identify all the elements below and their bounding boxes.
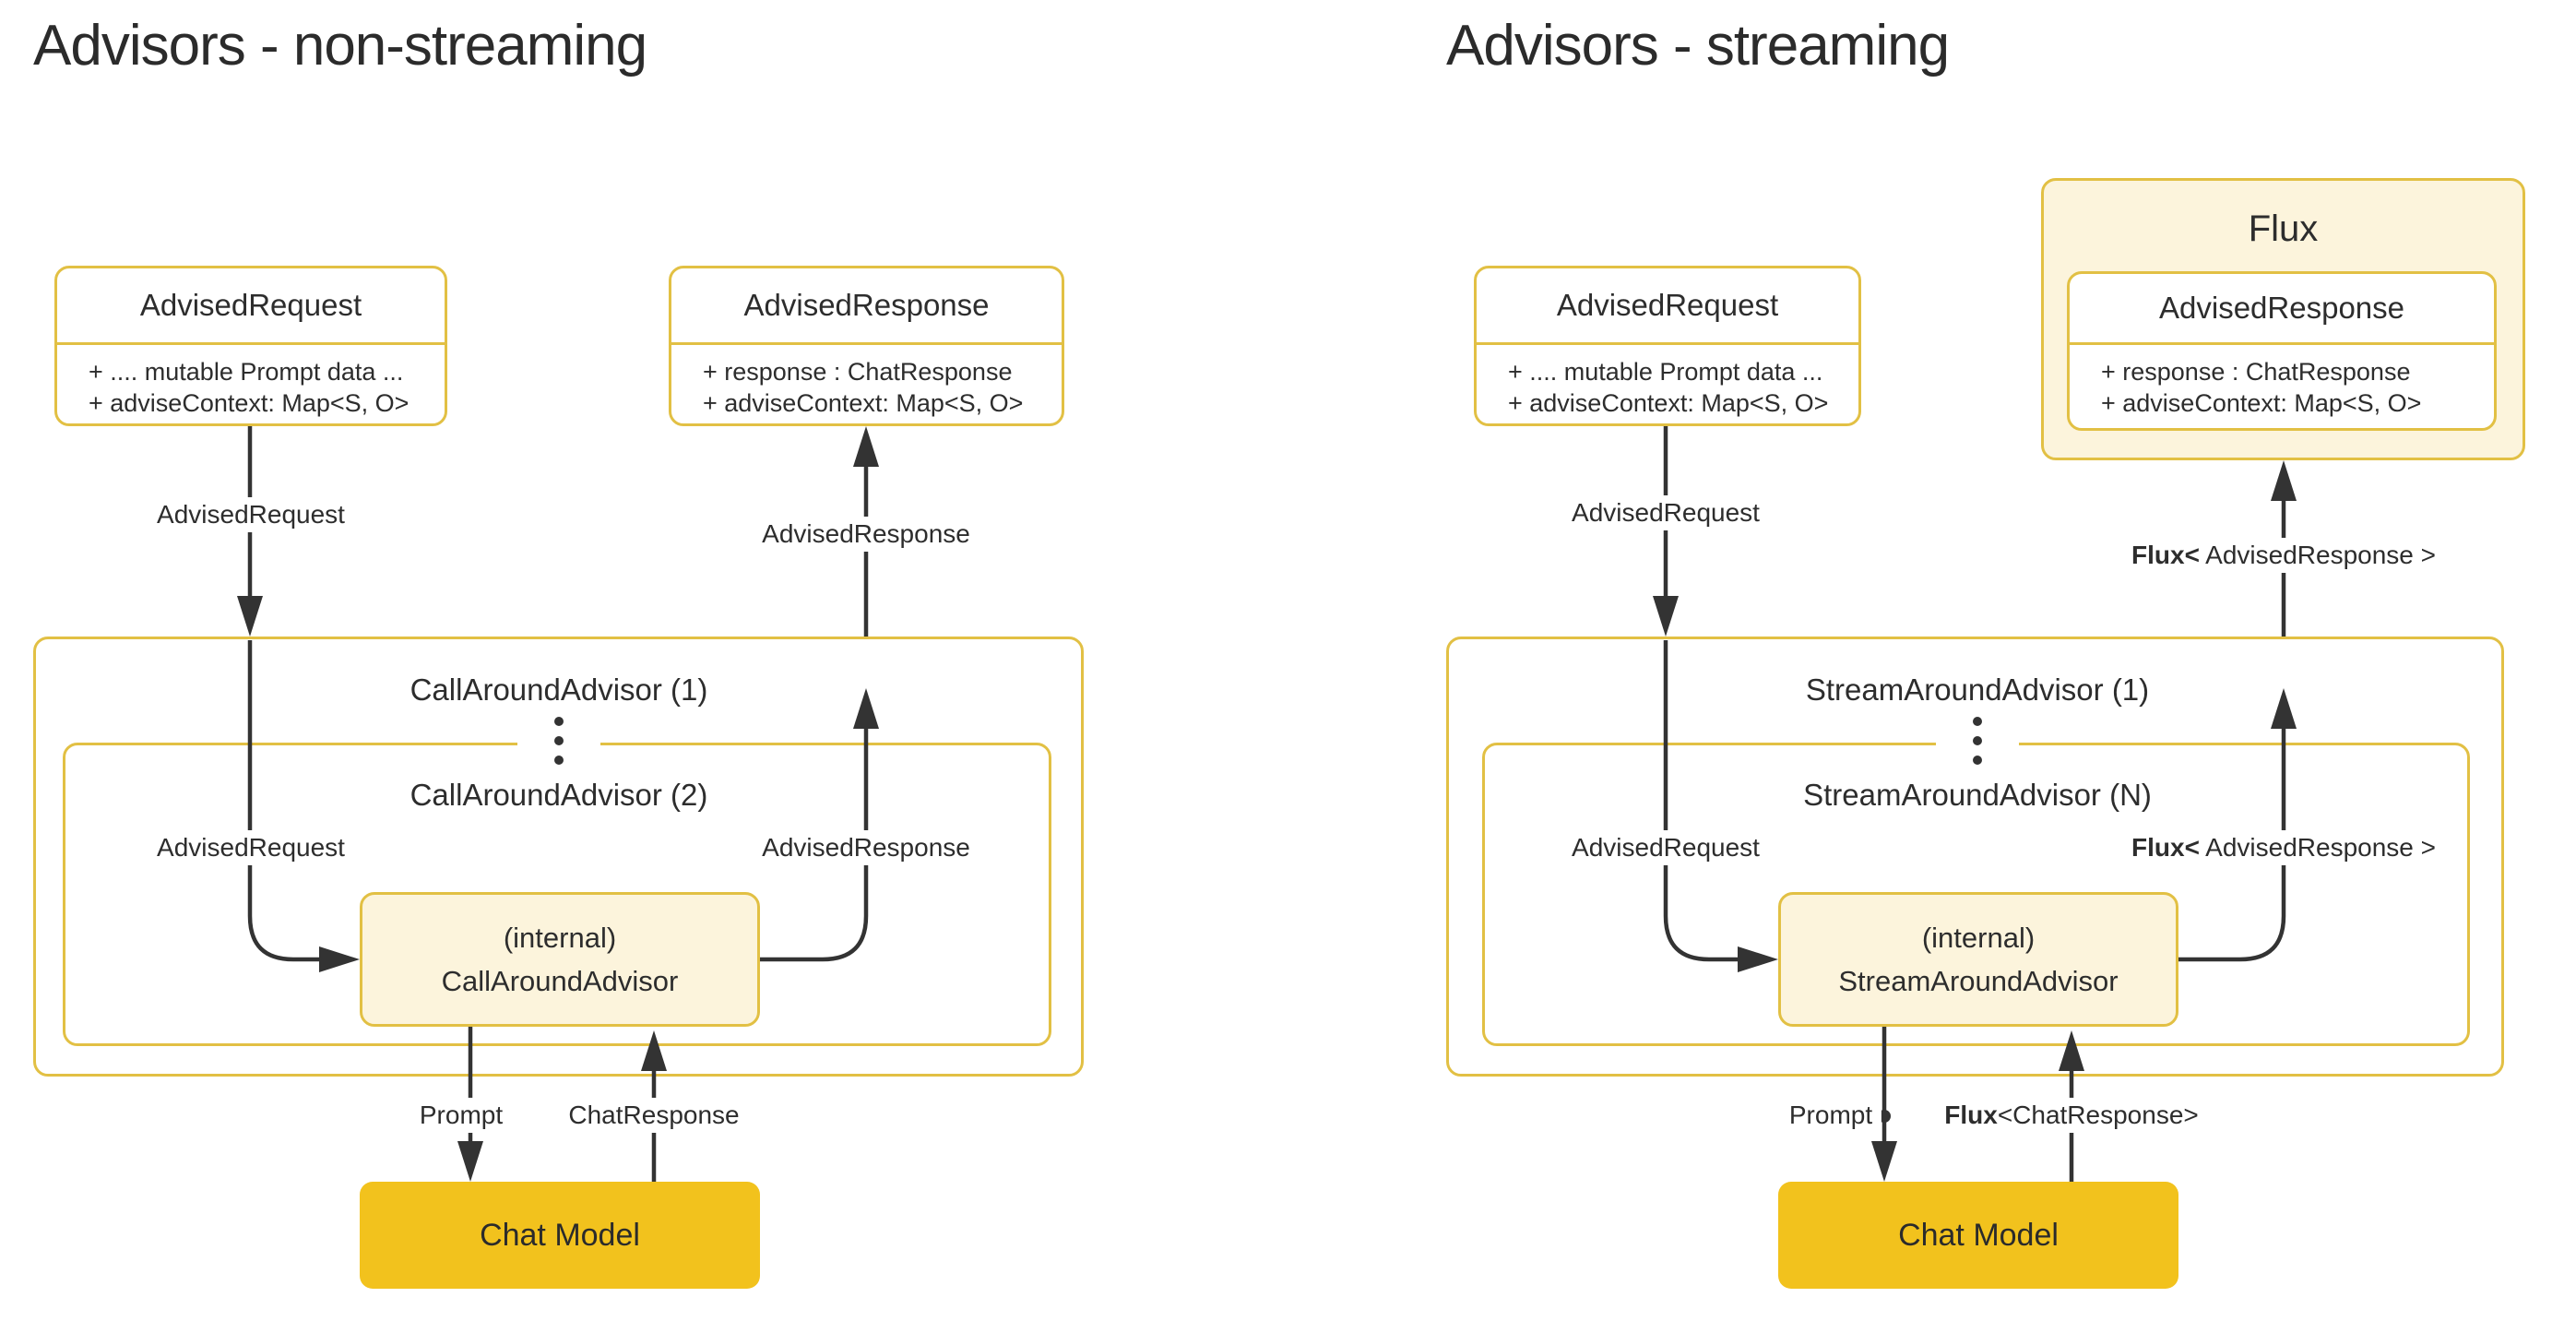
right-prompt-arrowhead bbox=[1871, 1141, 1897, 1182]
right-internal-line1: (internal) bbox=[1921, 922, 2036, 954]
left-diagram-title: Advisors - non-streaming bbox=[33, 14, 647, 77]
left-prompt-arrowhead bbox=[457, 1141, 483, 1182]
right-response-arrowhead-1 bbox=[2271, 688, 2297, 729]
attr-line: + adviseContext: Map<S, O> bbox=[1508, 389, 1829, 417]
flux-bold-prefix: Flux< bbox=[2131, 833, 2200, 862]
left-inner-response-label: AdvisedResponse bbox=[753, 830, 979, 865]
left-ellipsis-dots bbox=[517, 711, 600, 770]
right-response-arrowhead-2 bbox=[2271, 460, 2297, 501]
left-advised-response-title: AdvisedResponse bbox=[743, 288, 990, 322]
left-advised-response-attrs: + response : ChatResponse + adviseContex… bbox=[671, 342, 1062, 419]
attr-line: + adviseContext: Map<S, O> bbox=[89, 389, 410, 417]
right-request-line-2 bbox=[1663, 640, 1739, 962]
right-ellipsis-dots bbox=[1936, 711, 2019, 770]
left-edge-response-label: AdvisedResponse bbox=[753, 517, 979, 552]
flux-bold-prefix: Flux< bbox=[2131, 541, 2200, 569]
right-advised-request-title: AdvisedRequest bbox=[1556, 288, 1779, 322]
attr-line: + response : ChatResponse bbox=[2101, 358, 2411, 386]
attr-line: + .... mutable Prompt data ... bbox=[89, 358, 404, 386]
left-request-arrowhead-2 bbox=[319, 946, 360, 972]
left-internal-advisor-box: (internal) CallAroundAdvisor bbox=[360, 892, 760, 1027]
right-response-line-1 bbox=[2178, 729, 2286, 962]
left-request-line-2 bbox=[247, 640, 321, 962]
left-inner-request-label: AdvisedRequest bbox=[148, 830, 354, 865]
right-inner-request-label: AdvisedRequest bbox=[1562, 830, 1769, 865]
left-inner-advisor-label: CallAroundAdvisor (2) bbox=[410, 778, 708, 812]
attr-line: + response : ChatResponse bbox=[703, 358, 1013, 386]
left-prompt-label: Prompt bbox=[410, 1098, 513, 1133]
flux-bold-prefix: Flux bbox=[1944, 1101, 1998, 1129]
left-internal-line1: (internal) bbox=[503, 922, 617, 954]
left-chat-model-box: Chat Model bbox=[360, 1182, 760, 1289]
left-chat-model-label: Chat Model bbox=[480, 1217, 640, 1253]
left-advised-response-box: AdvisedResponse + response : ChatRespons… bbox=[669, 266, 1064, 426]
right-flux-title: Flux bbox=[2248, 208, 2319, 249]
right-edge-response-label: Flux< AdvisedResponse > bbox=[2122, 538, 2445, 573]
right-fluxchatresponse-arrowhead bbox=[2059, 1030, 2084, 1071]
right-internal-advisor-box: (internal) StreamAroundAdvisor bbox=[1778, 892, 2178, 1027]
left-response-arrowhead-2 bbox=[853, 426, 879, 467]
left-outer-advisor-label: CallAroundAdvisor (1) bbox=[410, 672, 708, 707]
right-advised-request-attrs: + .... mutable Prompt data ... + adviseC… bbox=[1477, 342, 1858, 419]
left-internal-line2: CallAroundAdvisor bbox=[441, 965, 679, 997]
right-advised-response-box: AdvisedResponse + response : ChatRespons… bbox=[2067, 271, 2497, 431]
right-internal-line2: StreamAroundAdvisor bbox=[1838, 965, 2119, 997]
right-fluxchatresponse-label: Flux<ChatResponse> bbox=[1935, 1098, 2208, 1133]
right-outer-advisor-label: StreamAroundAdvisor (1) bbox=[1805, 672, 2150, 707]
right-chat-model-label: Chat Model bbox=[1898, 1217, 2059, 1253]
left-edge-request-label: AdvisedRequest bbox=[148, 497, 354, 532]
flux-rest: AdvisedResponse > bbox=[2199, 833, 2436, 862]
flux-rest: AdvisedResponse > bbox=[2199, 541, 2436, 569]
left-response-line-1 bbox=[760, 729, 869, 962]
right-prompt-label: Prompt bbox=[1779, 1098, 1882, 1133]
right-advised-response-attrs: + response : ChatResponse + adviseContex… bbox=[2070, 342, 2494, 419]
right-inner-response-label: Flux< AdvisedResponse > bbox=[2122, 830, 2445, 865]
right-diagram-title: Advisors - streaming bbox=[1446, 14, 1950, 77]
left-chatresponse-label: ChatResponse bbox=[559, 1098, 749, 1133]
left-advised-request-box: AdvisedRequest + .... mutable Prompt dat… bbox=[54, 266, 447, 426]
right-request-arrowhead-1 bbox=[1653, 596, 1679, 637]
right-advised-response-title: AdvisedResponse bbox=[2159, 291, 2404, 325]
right-request-arrowhead-2 bbox=[1738, 946, 1778, 972]
left-advised-request-attrs: + .... mutable Prompt data ... + adviseC… bbox=[57, 342, 445, 419]
right-edge-request-label: AdvisedRequest bbox=[1562, 495, 1769, 530]
right-advised-request-box: AdvisedRequest + .... mutable Prompt dat… bbox=[1474, 266, 1861, 426]
attr-line: + .... mutable Prompt data ... bbox=[1508, 358, 1823, 386]
left-chatresponse-arrowhead bbox=[641, 1030, 667, 1071]
left-response-arrowhead-1 bbox=[853, 688, 879, 729]
attr-line: + adviseContext: Map<S, O> bbox=[703, 389, 1024, 417]
left-advised-request-title: AdvisedRequest bbox=[139, 288, 362, 322]
right-inner-advisor-label: StreamAroundAdvisor (N) bbox=[1803, 778, 2152, 812]
flux-rest: <ChatResponse> bbox=[1997, 1101, 2199, 1129]
right-chat-model-box: Chat Model bbox=[1778, 1182, 2178, 1289]
left-request-arrowhead-1 bbox=[237, 596, 263, 637]
attr-line: + adviseContext: Map<S, O> bbox=[2101, 389, 2422, 417]
